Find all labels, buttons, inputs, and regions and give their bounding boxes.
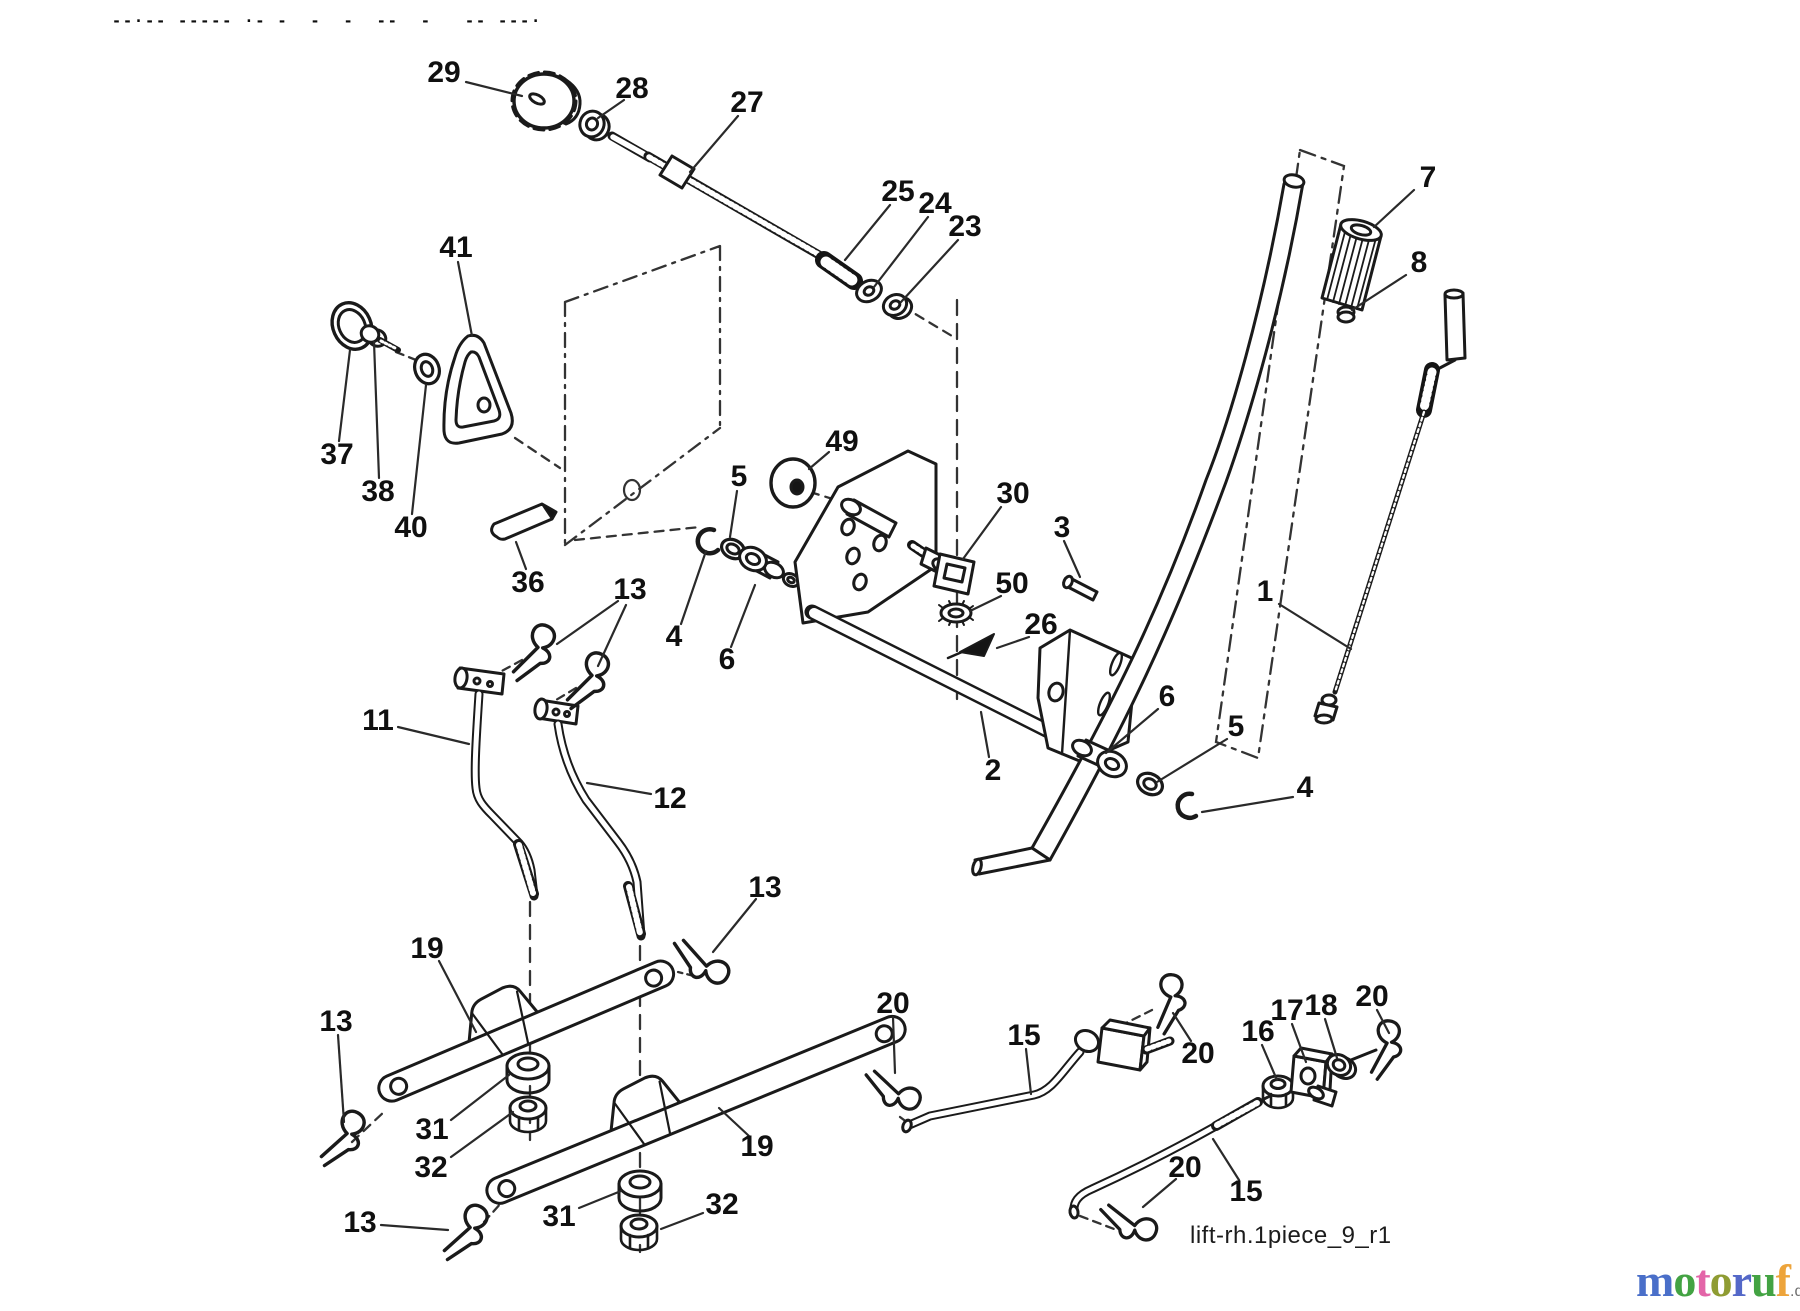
part-label-13-c: 13 [319, 1005, 353, 1038]
motoruf-logo: motoruf.de [1636, 1254, 1800, 1307]
part-label-12: 12 [653, 782, 687, 815]
part-label-30: 30 [996, 477, 1030, 510]
lift-cable-drawing [1313, 288, 1467, 725]
part-label-23: 23 [948, 210, 982, 243]
part-label-19-a: 19 [410, 932, 444, 965]
part-label-4-b: 4 [1296, 771, 1314, 804]
rear-lift-rods-drawing [864, 968, 1417, 1252]
part-label-40: 40 [394, 511, 428, 544]
part-label-17: 17 [1270, 994, 1304, 1027]
keeper-bracket-drawing [330, 301, 558, 541]
part-label-36: 36 [511, 566, 545, 599]
leader-lines [336, 80, 1416, 1232]
part-label-49: 49 [825, 425, 859, 458]
drawing-filename: lift-rh.1piece_9_r1 [1190, 1222, 1392, 1249]
part-label-18: 18 [1304, 989, 1338, 1022]
part-label-6-a: 6 [718, 643, 736, 676]
adjuster-rod-drawing [510, 70, 914, 320]
logo-letter: f [1775, 1255, 1791, 1306]
logo-letter: r [1731, 1255, 1752, 1306]
part-label-20-c: 20 [1355, 980, 1389, 1013]
part-label-20-b: 20 [1181, 1037, 1215, 1070]
part-label-11: 11 [362, 704, 394, 737]
part-label-16: 16 [1241, 1015, 1275, 1048]
part-label-5-a: 5 [730, 460, 748, 493]
part-label-8: 8 [1410, 246, 1428, 279]
phantom-lines [350, 148, 1346, 1254]
logo-letter: o [1709, 1255, 1733, 1306]
logo-letter: o [1673, 1255, 1696, 1306]
part-label-41: 41 [439, 231, 473, 264]
logo-letter: u [1751, 1255, 1777, 1306]
part-label-28: 28 [615, 72, 649, 105]
part-label-31-b: 31 [542, 1200, 576, 1233]
part-label-2: 2 [984, 754, 1002, 787]
part-label-1: 1 [1256, 575, 1274, 608]
lift-links-drawing [453, 621, 646, 941]
part-label-29: 29 [427, 56, 461, 89]
part-label-13-a: 13 [613, 573, 647, 606]
logo-letter: t [1695, 1255, 1710, 1306]
part-label-32-b: 32 [705, 1188, 739, 1221]
part-label-20-d: 20 [1168, 1151, 1202, 1184]
part-label-13-b: 13 [748, 871, 782, 904]
part-label-38: 38 [361, 475, 395, 508]
part-label-20-a: 20 [876, 987, 910, 1020]
part-label-7: 7 [1419, 161, 1437, 194]
part-label-15-b: 15 [1229, 1175, 1263, 1208]
part-label-15-a: 15 [1007, 1019, 1041, 1052]
lift-arms-drawing [315, 934, 907, 1262]
part-label-4-a: 4 [665, 620, 683, 653]
part-label-37: 37 [320, 438, 354, 471]
part-label-13-d: 13 [343, 1206, 377, 1239]
part-label-31-a: 31 [415, 1113, 449, 1146]
part-label-5-b: 5 [1227, 710, 1245, 743]
part-label-26: 26 [1024, 608, 1058, 641]
part-label-32-a: 32 [414, 1151, 448, 1184]
logo-wordmark: motoruf [1636, 1255, 1791, 1306]
part-label-6-b: 6 [1158, 680, 1176, 713]
part-label-25: 25 [881, 175, 915, 208]
part-label-24: 24 [918, 187, 952, 220]
part-label-27: 27 [730, 86, 764, 119]
part-label-19-b: 19 [740, 1130, 774, 1163]
logo-domain-suffix: .de [1790, 1283, 1800, 1300]
degraded-header-text: --·-- ----- ·- - - - -- - -- ---· [112, 12, 543, 30]
part-label-50: 50 [995, 567, 1029, 600]
part-label-3: 3 [1053, 511, 1071, 544]
logo-letter: m [1636, 1255, 1674, 1306]
lever-plate-drawing [695, 173, 1383, 877]
